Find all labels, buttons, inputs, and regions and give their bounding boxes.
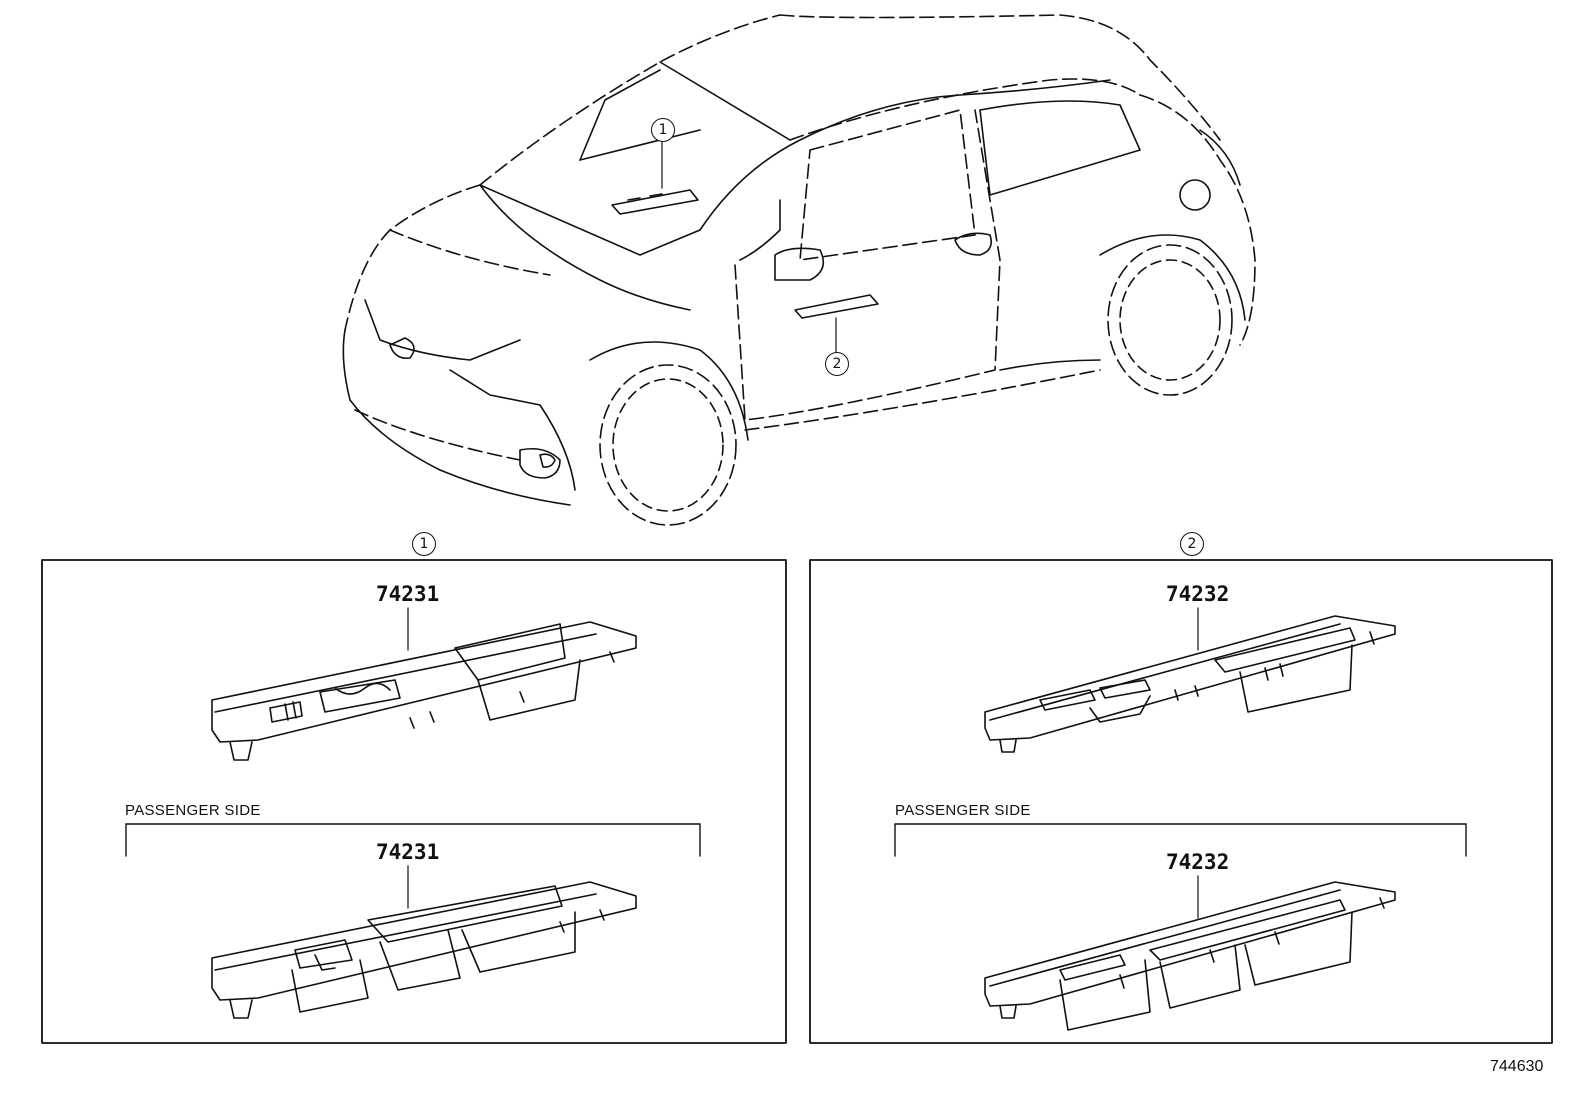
front-wheel	[589, 341, 749, 526]
part-number-74231-driver: 74231	[376, 582, 440, 606]
part-74232-driver-bezel	[984, 615, 1396, 753]
callout-1-on-car: 1	[651, 118, 675, 142]
part-74232-passenger-bezel	[984, 881, 1396, 1031]
callout-2-on-car: 2	[825, 352, 849, 376]
part-number-74231-passenger: 74231	[376, 840, 440, 864]
panel-1-passenger-bracket	[125, 823, 701, 857]
panel-1-frame	[41, 559, 787, 1044]
callout-1-panel-label: 1	[412, 532, 436, 556]
part-number-74232-passenger: 74232	[1166, 850, 1230, 874]
part-74231-driver-bezel	[211, 621, 637, 761]
rear-wheel	[1099, 234, 1246, 396]
callout-2-panel-label: 2	[1180, 532, 1204, 556]
passenger-switch-location	[794, 294, 879, 319]
part-74231-passenger-bezel	[211, 881, 637, 1019]
car-illustration	[342, 14, 1256, 526]
panel-2-passenger-bracket	[894, 823, 1467, 857]
panel-2-frame	[809, 559, 1553, 1044]
driver-switch-location	[611, 189, 699, 215]
part-number-74232-driver: 74232	[1166, 582, 1230, 606]
passenger-side-label-2: PASSENGER SIDE	[895, 802, 1031, 819]
passenger-side-label-1: PASSENGER SIDE	[125, 802, 261, 819]
illustration-number: 744630	[1490, 1058, 1544, 1075]
